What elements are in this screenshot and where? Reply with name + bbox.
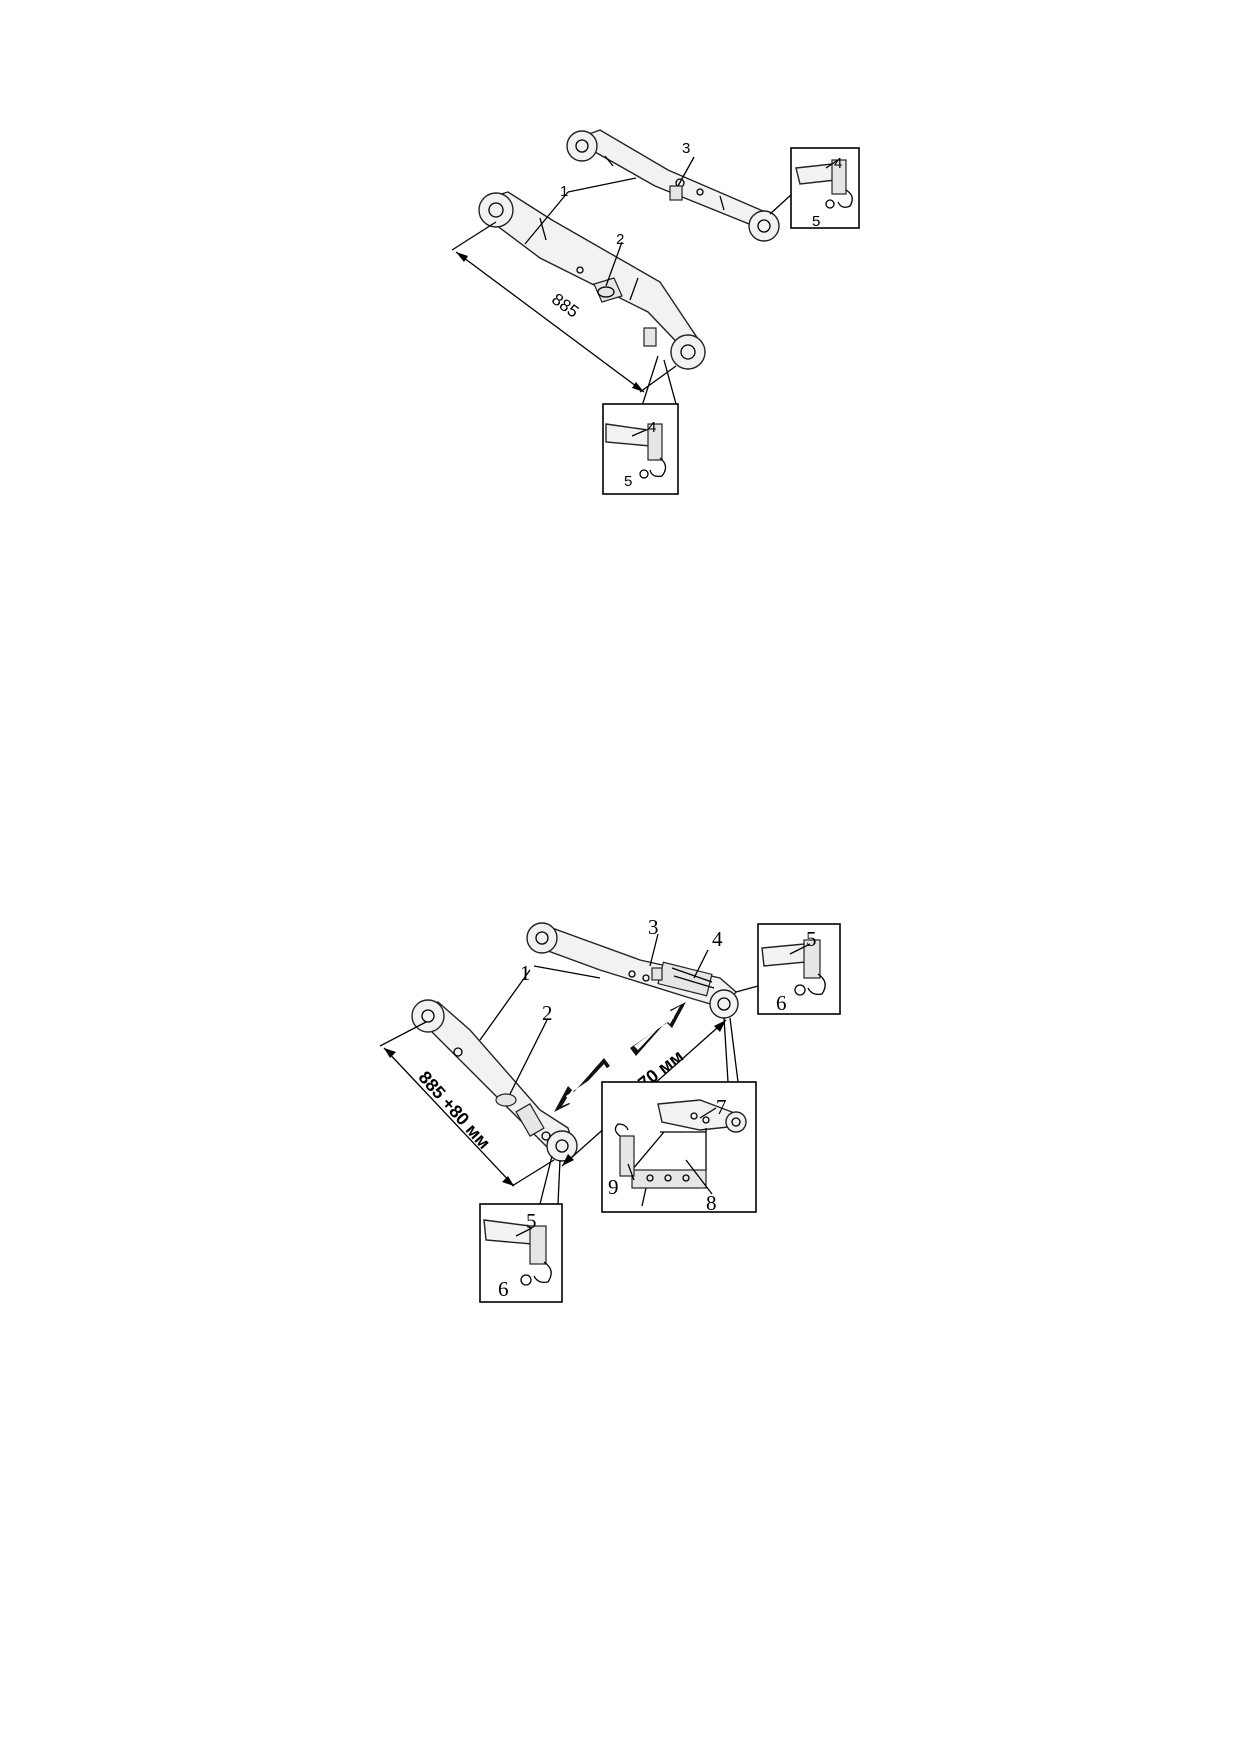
inset-top-right: 5 6 [757, 923, 841, 1015]
callout-5b: 5 [526, 1209, 537, 1233]
callout-4b: 4 [648, 419, 656, 436]
callout-5: 5 [806, 927, 817, 951]
callout-4: 4 [834, 155, 842, 172]
callout-3: 3 [682, 140, 690, 157]
callout-3: 3 [648, 915, 659, 939]
callout-6: 6 [776, 991, 787, 1015]
callout-1: 1 [520, 961, 531, 985]
inset-bottom: 4 5 [602, 403, 679, 495]
callout-2: 2 [542, 1001, 553, 1025]
figure-top: 885 1 2 3 4 5 [451, 129, 860, 495]
callout-4: 4 [712, 927, 723, 951]
callout-1: 1 [560, 183, 568, 200]
inset-bottom-left: 5 6 [479, 1203, 563, 1303]
arrow-down-left [554, 1058, 610, 1112]
callout-5: 5 [812, 213, 820, 230]
callout-7: 7 [716, 1095, 727, 1119]
inset-top-right: 4 5 [790, 147, 860, 230]
arrow-up-right [630, 1002, 686, 1056]
upper-link [526, 922, 739, 1019]
lower-link [411, 999, 578, 1162]
dimension-label: 885 [548, 290, 582, 322]
callout-9: 9 [608, 1175, 619, 1199]
callout-5b: 5 [624, 473, 632, 490]
inset-bottom-right: 7 8 9 [601, 1081, 757, 1215]
callout-2: 2 [616, 231, 624, 248]
callout-6b: 6 [498, 1277, 509, 1301]
callout-8: 8 [706, 1191, 717, 1215]
lower-link [478, 191, 706, 370]
upper-link [566, 129, 780, 242]
figure-bottom: 885 +80 мм L=870 мм 1 2 3 4 [379, 915, 841, 1303]
